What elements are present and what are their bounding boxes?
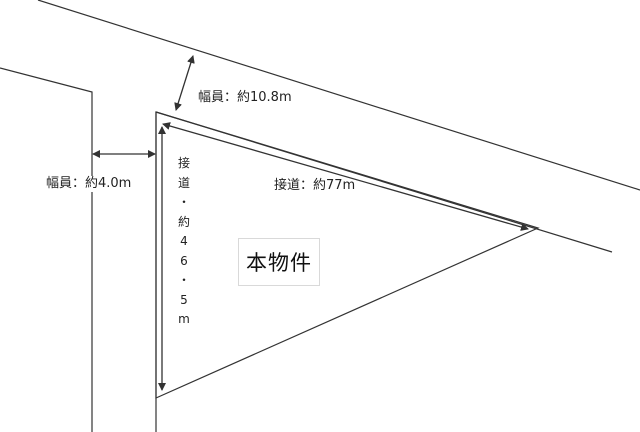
road-width-top-label: 幅員：約10.8m: [198, 90, 292, 106]
frontage-left-char: 6: [180, 253, 188, 268]
frontage-left-char: 4: [180, 234, 188, 248]
frontage-left-char: ・: [177, 273, 190, 287]
left-road-outer-edge: [0, 67, 93, 432]
frontage-left-char: 接: [177, 156, 190, 170]
frontage-left-char: 道: [177, 175, 190, 190]
frontage-left-char: m: [178, 312, 190, 326]
top-road-upper-edge: [37, 0, 640, 191]
frontage-left-char: 5: [180, 292, 188, 307]
property-outline: [155, 111, 540, 399]
frontage-left-label: 接 道 ・ 約 4 6 ・ 5 m: [177, 154, 191, 330]
road-width-top-arrow: [174, 55, 195, 111]
frontage-top-label: 接道：約77m: [274, 178, 356, 193]
frontage-left-char: 約: [177, 214, 190, 229]
road-width-left-label: 幅員：約4.0m: [44, 176, 134, 192]
property-label: 本物件: [238, 238, 320, 286]
frontage-top-arrow: [162, 122, 529, 231]
frontage-left-char: ・: [177, 195, 190, 209]
